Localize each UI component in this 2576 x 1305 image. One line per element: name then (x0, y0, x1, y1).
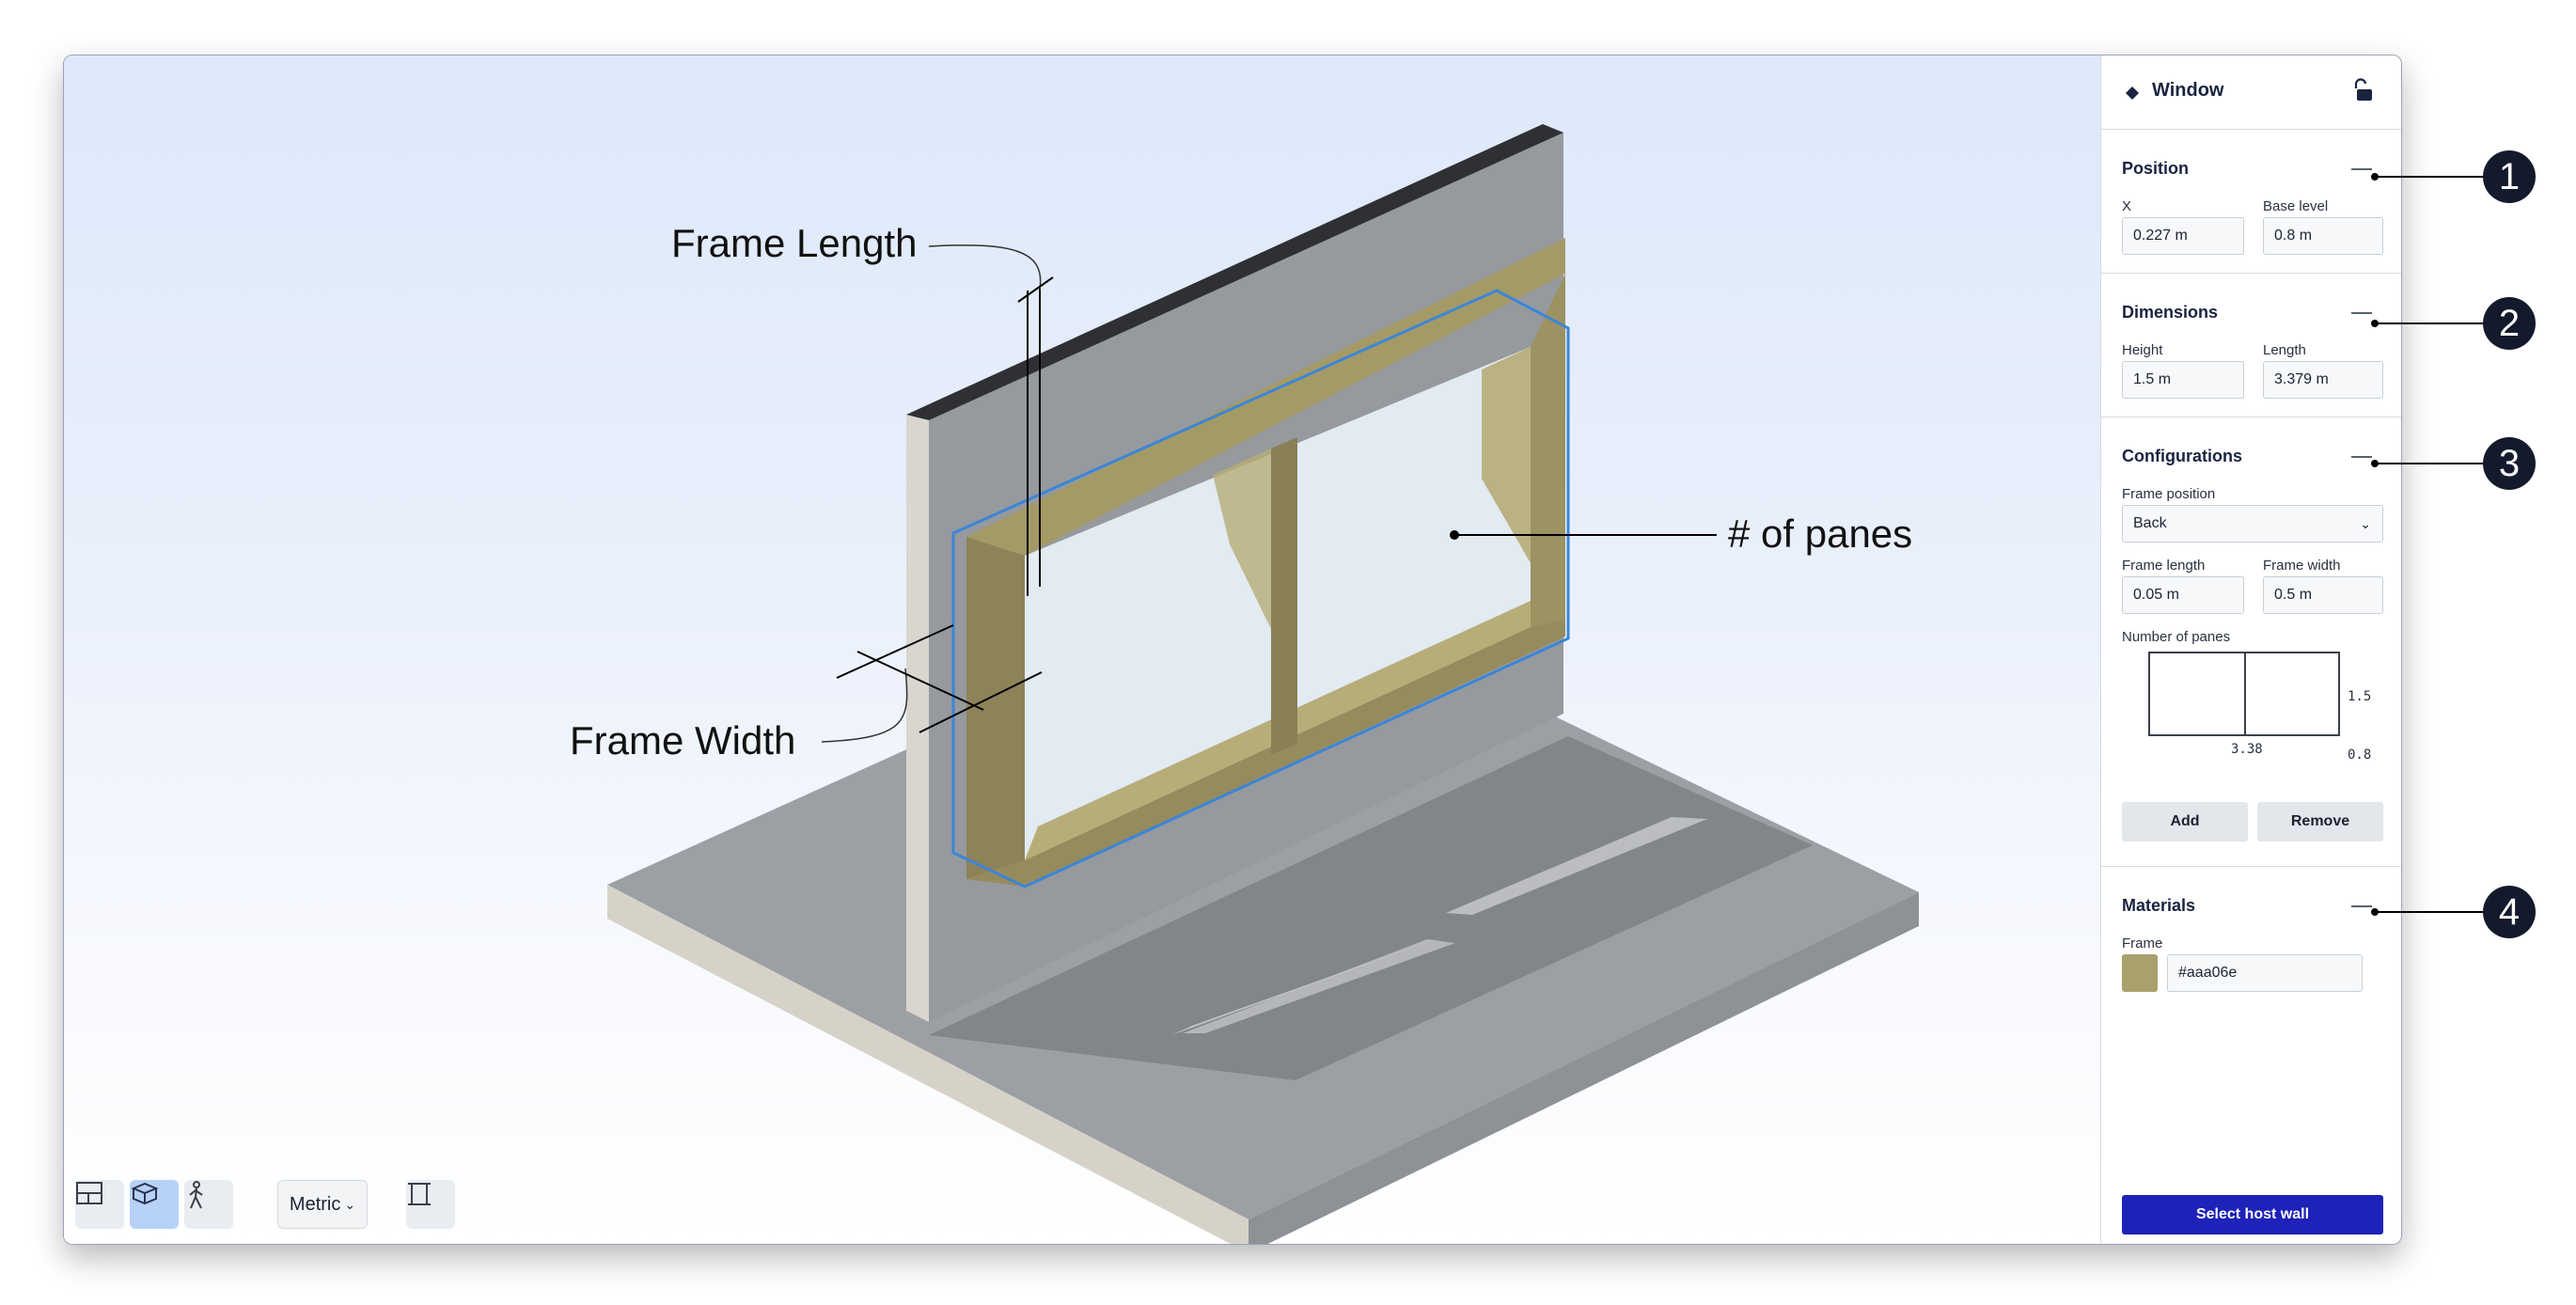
app-window: Frame Length Frame Width # of panes (63, 55, 2402, 1245)
pane-base-value: 0.8 (2348, 747, 2372, 763)
add-pane-button[interactable]: Add (2122, 802, 2248, 841)
frame-mullion (1271, 437, 1297, 755)
frame-position-value: Back (2133, 515, 2167, 531)
callout-badge-2: 2 (2483, 297, 2536, 350)
plan-view-icon (76, 1182, 102, 1204)
wall-shadow (929, 736, 1813, 1080)
frame-length-leader (928, 244, 1042, 290)
configurations-collapse-button[interactable] (2351, 456, 2372, 458)
length-label: Length (2263, 342, 2306, 358)
chevron-down-icon: ⌄ (344, 1196, 356, 1212)
selection-outline (951, 289, 1570, 888)
chevron-down-icon: ⌄ (2360, 516, 2371, 531)
panel-header: Window (2101, 55, 2401, 130)
dimensions-collapse-button[interactable] (2351, 312, 2372, 314)
frame-bottom (966, 620, 1565, 887)
window-light-2 (1183, 939, 1455, 1033)
callout-badge-3: 3 (2483, 437, 2536, 490)
dimensions-title: Dimensions (2122, 303, 2219, 322)
frame-color-swatch[interactable] (2122, 954, 2158, 992)
position-section: Position X 0.227 m Base level 0.8 m (2101, 129, 2401, 274)
materials-title: Materials (2122, 896, 2196, 915)
frame-length-field[interactable]: 0.05 m (2122, 576, 2244, 614)
frame-left (966, 537, 1025, 879)
frame-length-annotation: Frame Length (671, 221, 918, 265)
callout-badge-4: 4 (2483, 886, 2536, 938)
remove-pane-button[interactable]: Remove (2257, 802, 2383, 841)
pane-height-value: 1.5 (2348, 689, 2372, 704)
floor-slab-left-edge (607, 885, 1249, 1244)
floor-slab-right-edge (1249, 892, 1919, 1244)
frame-toggle-icon (408, 1183, 431, 1205)
panes-annotation: # of panes (1728, 511, 1913, 556)
materials-collapse-button[interactable] (2351, 905, 2372, 907)
panes-diagram[interactable] (2148, 652, 2340, 736)
properties-panel: Window Position X 0.227 m Base level 0.8… (2100, 55, 2401, 1244)
frame-width-annotation: Frame Width (570, 718, 796, 763)
frame-right (1531, 274, 1565, 627)
materials-section: Materials Frame #aaa06e (2101, 866, 2401, 1007)
position-collapse-button[interactable] (2351, 168, 2372, 170)
units-select[interactable]: Metric ⌄ (277, 1180, 368, 1229)
diamond-icon (2126, 86, 2139, 100)
position-title: Position (2122, 159, 2189, 178)
plan-view-button[interactable] (75, 1180, 124, 1229)
frame-top (966, 238, 1565, 556)
height-field[interactable]: 1.5 m (2122, 361, 2244, 399)
3d-view-icon (131, 1182, 159, 1205)
wall-edge (906, 415, 929, 1022)
panel-title: Window (2152, 80, 2224, 101)
frame-inner-right (1482, 347, 1531, 563)
configurations-title: Configurations (2122, 447, 2242, 465)
unlock-icon[interactable] (2351, 78, 2374, 102)
walk-mode-icon (189, 1181, 203, 1209)
frame-position-select[interactable]: Back ⌄ (2122, 505, 2383, 542)
frame-position-label: Frame position (2122, 486, 2216, 502)
frame-width-field[interactable]: 0.5 m (2263, 576, 2383, 614)
configurations-section: Configurations Frame position Back ⌄ Fra… (2101, 417, 2401, 867)
frame-material-label: Frame (2122, 936, 2163, 951)
frame-length-label: Frame length (2122, 558, 2206, 574)
scene-drawing (607, 124, 1919, 1244)
pane-length-value: 3.38 (2231, 742, 2263, 757)
3d-viewport[interactable]: Frame Length Frame Width # of panes (64, 55, 2100, 1244)
frame-inner-mid (1213, 448, 1271, 629)
frame-toggle-button[interactable] (406, 1180, 455, 1229)
number-of-panes-label: Number of panes (2122, 629, 2231, 645)
units-select-value: Metric (289, 1193, 341, 1215)
base-level-field[interactable]: 0.8 m (2263, 217, 2383, 255)
frame-width-leader (821, 668, 908, 743)
x-label: X (2122, 198, 2132, 214)
wall-top (906, 124, 1563, 420)
base-level-label: Base level (2263, 198, 2329, 214)
walk-mode-button[interactable] (184, 1180, 233, 1229)
height-label: Height (2122, 342, 2163, 358)
frame-color-field[interactable]: #aaa06e (2167, 954, 2363, 992)
3d-view-button[interactable] (130, 1180, 179, 1229)
x-field[interactable]: 0.227 m (2122, 217, 2244, 255)
window-light-3 (1446, 817, 1707, 915)
frame-width-label: Frame width (2263, 558, 2341, 574)
length-field[interactable]: 3.379 m (2263, 361, 2383, 399)
dimensions-section: Dimensions Height 1.5 m Length 3.379 m (2101, 273, 2401, 417)
callout-badge-1: 1 (2483, 150, 2536, 203)
pane-divider[interactable] (2244, 653, 2246, 734)
select-host-wall-button[interactable]: Select host wall (2122, 1195, 2383, 1234)
